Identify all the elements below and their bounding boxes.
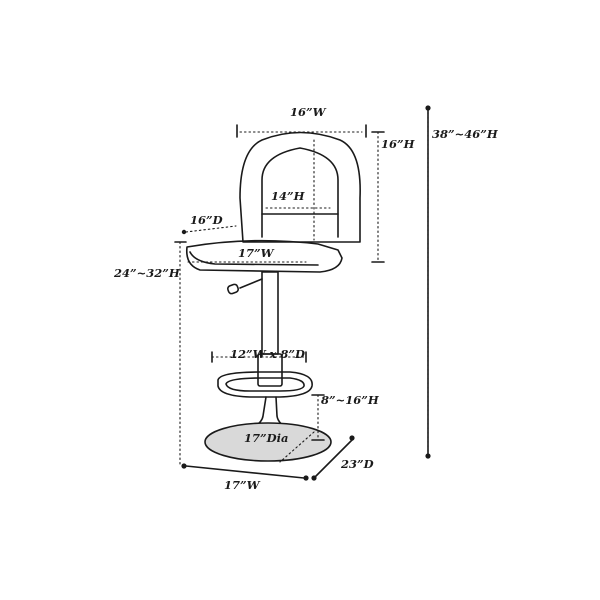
base-disc	[204, 422, 332, 462]
footrest-height-label: 8”~16”H	[321, 393, 379, 407]
back-height-label: 16”H	[381, 137, 415, 151]
chair-backrest	[239, 131, 361, 243]
gas-cylinder	[261, 271, 279, 355]
overall-width-label: 17”W	[224, 478, 260, 492]
footrest-size-label: 12”W x 8”D	[230, 347, 305, 361]
inner-back-height-label: 14”H	[271, 189, 305, 203]
gas-lever	[239, 278, 263, 289]
cylinder-collar	[257, 353, 283, 387]
gas-lever-knob	[226, 283, 240, 295]
back-width-label: 16”W	[290, 105, 326, 119]
footrest-ring	[217, 371, 313, 398]
backrest-inner-panel	[261, 147, 339, 238]
total-height-label: 38”~46”H	[432, 127, 498, 141]
seat-front-edge	[189, 251, 319, 266]
seat-height-label: 24”~32”H	[114, 266, 180, 280]
seat-depth-label: 16”D	[190, 213, 223, 227]
base-diameter-label: 17”Dia	[244, 431, 289, 445]
overall-depth-label: 23”D	[341, 457, 374, 471]
seat-width-label: 17”W	[238, 246, 274, 260]
chair-seat	[185, 239, 343, 273]
